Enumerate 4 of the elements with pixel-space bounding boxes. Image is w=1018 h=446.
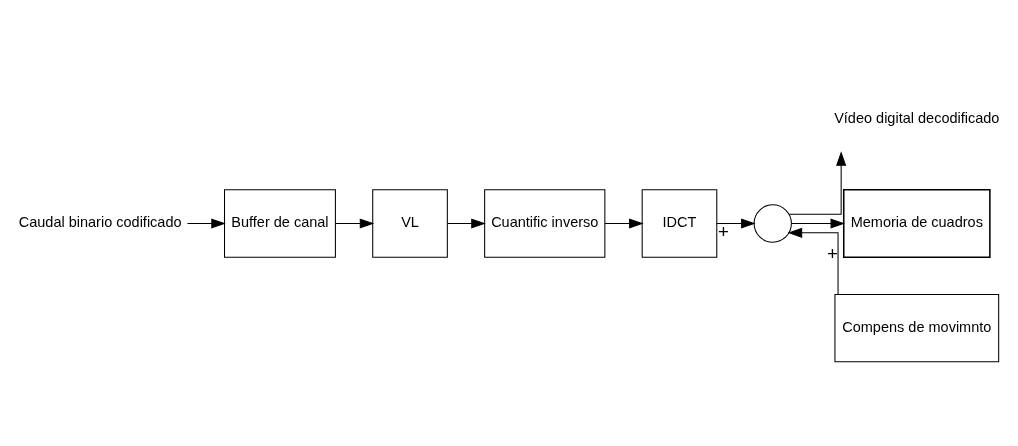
node-text: Vídeo digital decodificado — [834, 109, 1000, 126]
edge-label: + — [826, 242, 838, 264]
edge-label: + — [718, 220, 729, 242]
node-text: Caudal binario codificado — [18, 213, 182, 230]
